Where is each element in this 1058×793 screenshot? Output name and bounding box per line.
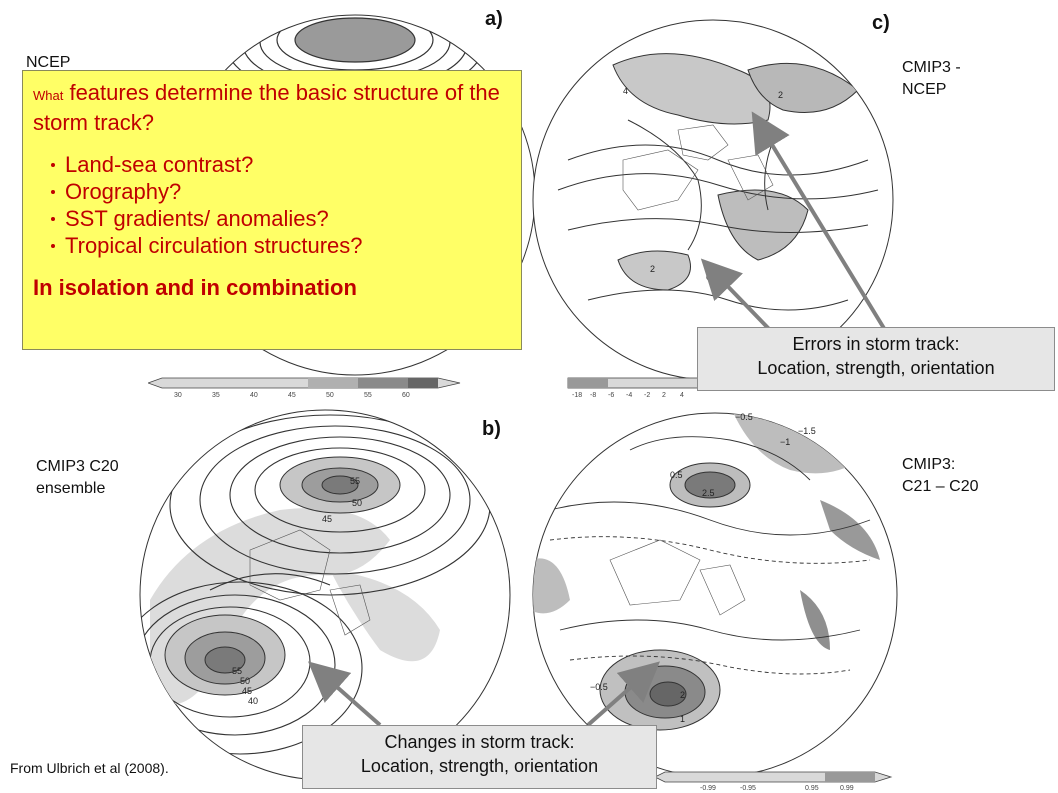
map-b-label: 45 (242, 686, 252, 696)
colorbar-a-tick: 45 (288, 392, 296, 399)
bullet-icon (51, 190, 55, 194)
question-list: Land-sea contrast? Orography? SST gradie… (33, 151, 511, 259)
callout-changes: Changes in storm track: Location, streng… (302, 725, 657, 789)
question-title: What features determine the basic struct… (33, 79, 511, 136)
question-box: What features determine the basic struct… (22, 70, 522, 350)
arrow-to-c-north (751, 111, 887, 332)
label-cmip3-c21-line2: C21 – C20 (902, 478, 979, 495)
bullet-icon (51, 217, 55, 221)
colorbar-a: 30 35 40 45 50 55 60 (148, 377, 461, 399)
colorbar-d-tick: 0.99 (840, 785, 854, 792)
map-d-label: 2 (680, 690, 685, 700)
label-cmip3-c20-line1: CMIP3 C20 (36, 458, 119, 475)
label-cmip3-ncep-line2: NCEP (902, 81, 947, 98)
arrow-to-c-atlantic (700, 258, 772, 332)
label-cmip3-ncep-line1: CMIP3 - (902, 59, 961, 76)
map-b-label: 45 (322, 514, 332, 524)
colorbar-c-tick: 4 (680, 392, 684, 399)
map-cmip3-c20-ensemble: 55 50 45 55 50 45 40 (139, 409, 511, 781)
colorbar-a-tick: 60 (402, 392, 410, 399)
map-d-label: 1 (680, 714, 685, 724)
map-d-label: −0.5 (590, 682, 608, 692)
colorbar-a-tick: 40 (250, 392, 258, 399)
colorbar-d-tick: -0.99 (700, 785, 716, 792)
colorbar-c-tick: 2 (662, 392, 666, 399)
colorbar-d: -0.99 -0.95 0.95 0.99 (655, 771, 893, 792)
colorbar-c-tick: -18 (572, 392, 582, 399)
question-item-text: Orography? (65, 179, 182, 204)
question-item-text: SST gradients/ anomalies? (65, 206, 329, 231)
map-d-label: −0.5 (735, 412, 753, 422)
map-b-label: 55 (350, 476, 360, 486)
callout-changes-line1: Changes in storm track: (384, 732, 575, 752)
panel-label-b: b) (482, 418, 501, 440)
bullet-icon (51, 163, 55, 167)
callout-errors-line1: Errors in storm track: (792, 334, 960, 354)
map-b-label: 50 (240, 676, 250, 686)
question-item: SST gradients/ anomalies? (51, 205, 511, 232)
map-d-label: −1 (780, 437, 790, 447)
colorbar-a-tick: 35 (212, 392, 220, 399)
panel-label-a: a) (485, 8, 503, 30)
map-d-label: −1.5 (798, 426, 816, 436)
map-c-label: 2 (650, 264, 655, 274)
callout-errors: Errors in storm track: Location, strengt… (697, 327, 1055, 391)
question-title-small: What (33, 88, 64, 103)
question-item-text: Tropical circulation structures? (65, 233, 363, 258)
colorbar-c-tick: -6 (608, 392, 614, 399)
citation: From Ulbrich et al (2008). (10, 760, 169, 776)
question-item: Tropical circulation structures? (51, 232, 511, 259)
map-b-label: 40 (248, 696, 258, 706)
question-item: Land-sea contrast? (51, 151, 511, 178)
map-b-label: 50 (352, 498, 362, 508)
colorbar-a-tick: 50 (326, 392, 334, 399)
map-b-label: 55 (232, 666, 242, 676)
colorbar-d-tick: 0.95 (805, 785, 819, 792)
arrow-to-b-atlantic (308, 661, 382, 727)
callout-changes-line2: Location, strength, orientation (360, 756, 599, 776)
question-item: Orography? (51, 178, 511, 205)
colorbar-a-tick: 55 (364, 392, 372, 399)
map-cmip3-minus-ncep: 4 2 2 0 (532, 19, 894, 381)
map-d-label: 0.5 (670, 470, 683, 480)
label-cmip3-c21: CMIP3: C21 – C20 (902, 454, 979, 498)
label-cmip3-c21-line1: CMIP3: (902, 456, 956, 473)
map-c-label: 2 (778, 90, 783, 100)
label-cmip3-c20: CMIP3 C20 ensemble (36, 456, 119, 500)
colorbar-a-tick: 30 (174, 392, 182, 399)
label-cmip3-ncep: CMIP3 - NCEP (902, 57, 961, 101)
label-cmip3-c20-line2: ensemble (36, 480, 106, 497)
colorbar-c-tick: -8 (590, 392, 596, 399)
map-d-label: 2.5 (702, 488, 715, 498)
panel-label-c: c) (872, 12, 890, 34)
colorbar-d-tick: -0.95 (740, 785, 756, 792)
colorbar-c-tick: -4 (626, 392, 632, 399)
label-ncep: NCEP (26, 54, 71, 71)
arrow-to-d-atlantic (586, 661, 660, 727)
bullet-icon (51, 244, 55, 248)
colorbar-c-tick: -2 (644, 392, 650, 399)
question-title-rest: features determine the basic structure o… (33, 80, 500, 135)
question-item-text: Land-sea contrast? (65, 152, 254, 177)
map-c-label: 4 (623, 86, 628, 96)
question-emphasis: In isolation and in combination (33, 275, 357, 300)
callout-errors-line2: Location, strength, orientation (757, 358, 995, 378)
